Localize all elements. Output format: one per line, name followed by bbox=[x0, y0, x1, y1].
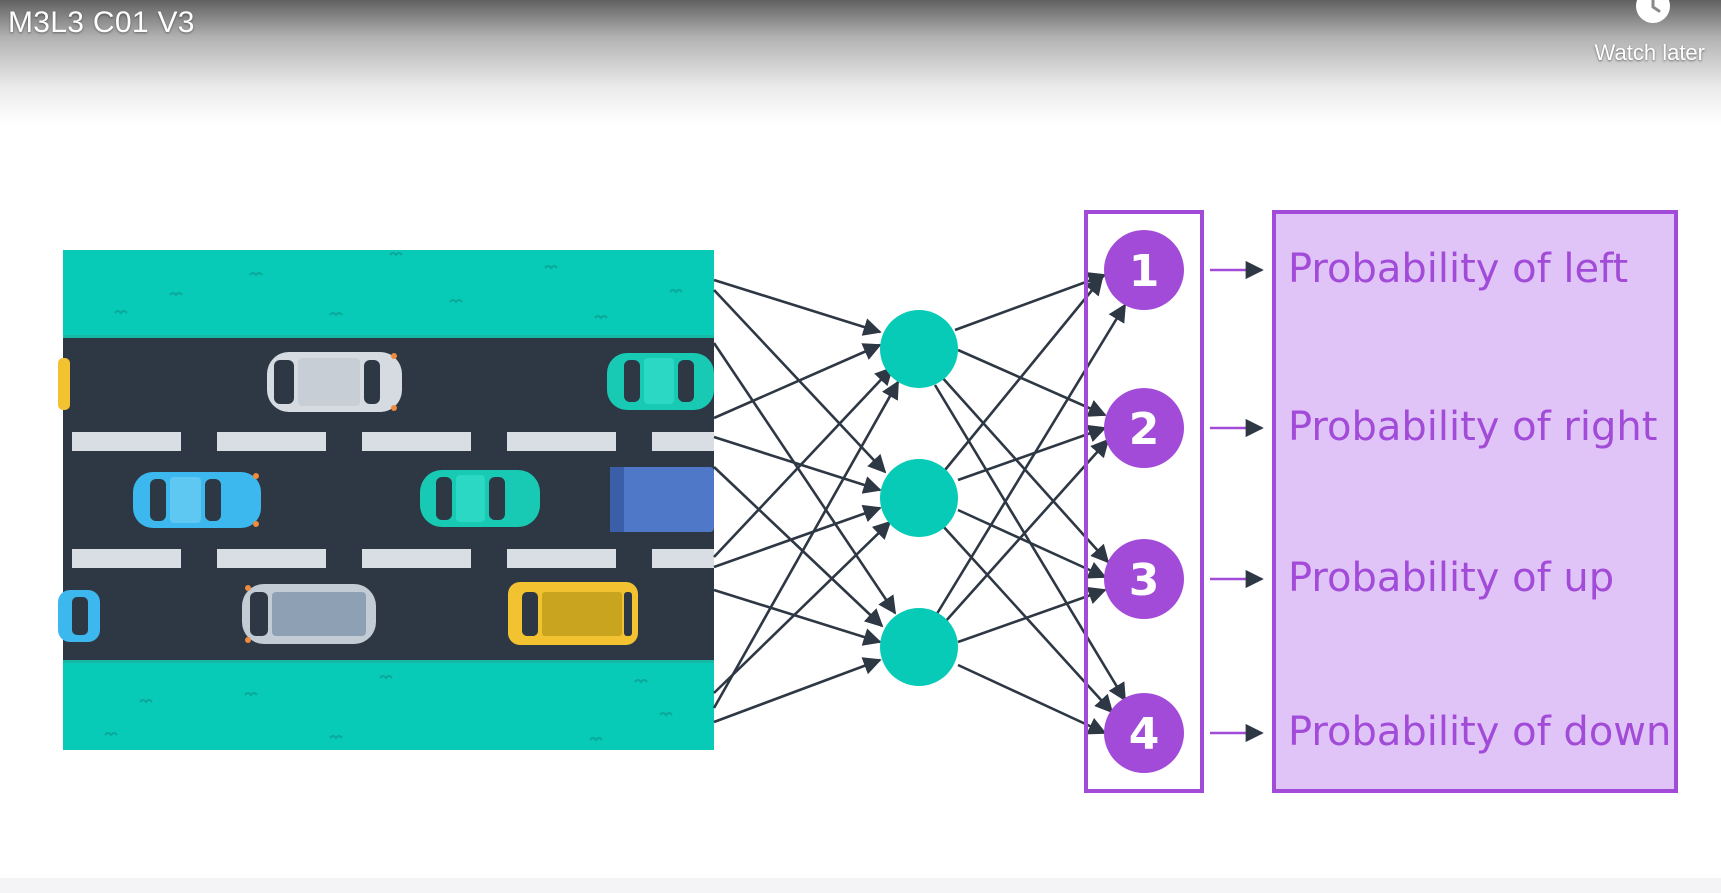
output-layer-box bbox=[1084, 210, 1204, 793]
car-blue-middle bbox=[133, 472, 261, 528]
lane-markings bbox=[72, 432, 714, 568]
hidden-layer bbox=[880, 310, 958, 686]
car-blue-partial-bottom bbox=[58, 590, 100, 642]
video-title[interactable]: M3L3 C01 V3 bbox=[8, 6, 195, 39]
truck-blue-middle bbox=[610, 467, 714, 532]
hidden-node bbox=[880, 310, 958, 388]
car-teal-top bbox=[607, 353, 714, 410]
clock-icon bbox=[1636, 0, 1670, 23]
output-label-down: Probability of down bbox=[1288, 709, 1671, 755]
van-grey-bottom bbox=[242, 584, 376, 644]
hidden-node bbox=[880, 608, 958, 686]
output-node-1: 1 bbox=[1104, 230, 1184, 310]
output-node-number: 2 bbox=[1129, 404, 1160, 455]
output-labels-panel bbox=[1272, 210, 1678, 793]
grass-tufts bbox=[104, 252, 683, 742]
output-node-2: 2 bbox=[1104, 388, 1184, 468]
watch-later-label: Watch later bbox=[1594, 40, 1705, 65]
output-node-number: 4 bbox=[1129, 709, 1160, 760]
output-node-number: 1 bbox=[1129, 246, 1160, 297]
hidden-node bbox=[880, 459, 958, 537]
car-yellow-partial-top bbox=[58, 358, 70, 410]
output-label-left: Probability of left bbox=[1288, 246, 1628, 292]
watch-later-button[interactable]: Watch later bbox=[1571, 0, 1721, 80]
road-scene-image bbox=[58, 250, 714, 750]
car-white-top bbox=[267, 352, 402, 412]
network-edges bbox=[712, 260, 1264, 743]
output-node-number: 3 bbox=[1129, 555, 1160, 606]
output-node-3: 3 bbox=[1104, 539, 1184, 619]
output-label-right: Probability of right bbox=[1288, 404, 1657, 450]
output-label-up: Probability of up bbox=[1288, 555, 1614, 601]
bus-yellow-bottom bbox=[508, 582, 638, 645]
player-bottom-strip bbox=[0, 878, 1721, 893]
output-layer: 1 2 3 4 bbox=[1104, 230, 1184, 773]
car-teal-middle bbox=[420, 470, 540, 527]
output-node-4: 4 bbox=[1104, 693, 1184, 773]
